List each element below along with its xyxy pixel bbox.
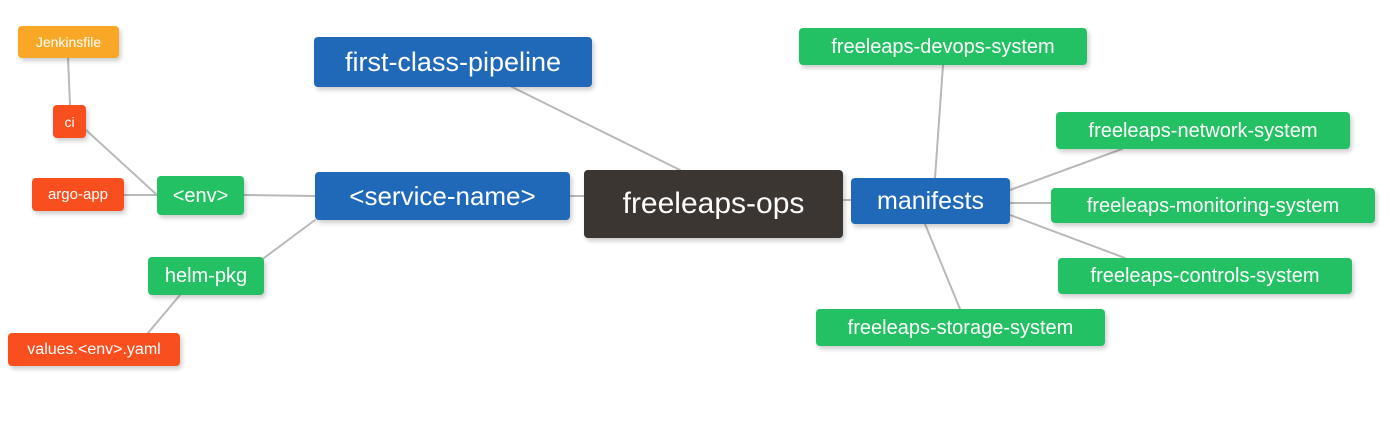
node-freeleaps-devops-system[interactable]: freeleaps-devops-system bbox=[799, 28, 1087, 65]
edge-jenkinsfile-to-ci bbox=[67, 57, 71, 106]
node-values-yaml[interactable]: values.<env>.yaml bbox=[8, 333, 180, 366]
node-label-helm-pkg: helm-pkg bbox=[164, 265, 248, 287]
node-label-service-name: <service-name> bbox=[349, 181, 536, 211]
node-label-first-class-pipeline: first-class-pipeline bbox=[344, 46, 562, 77]
node-label-freeleaps-ops: freeleaps-ops bbox=[622, 187, 805, 220]
node-helm-pkg[interactable]: helm-pkg bbox=[148, 257, 264, 295]
edge-manifests-to-freeleaps-storage-system bbox=[924, 223, 961, 310]
node-label-freeleaps-storage-system: freeleaps-storage-system bbox=[847, 316, 1074, 339]
edge-manifests-to-freeleaps-devops-system bbox=[934, 64, 944, 179]
node-freeleaps-controls-system[interactable]: freeleaps-controls-system bbox=[1058, 258, 1352, 294]
node-freeleaps-ops[interactable]: freeleaps-ops bbox=[584, 170, 843, 238]
node-first-class-pipeline[interactable]: first-class-pipeline bbox=[314, 37, 592, 87]
edge-manifests-to-freeleaps-network-system bbox=[1009, 148, 1123, 191]
edge-first-class-pipeline-to-freeleaps-ops bbox=[511, 86, 681, 171]
node-label-freeleaps-devops-system: freeleaps-devops-system bbox=[831, 35, 1055, 58]
edge-helm-pkg-to-values-yaml bbox=[147, 294, 181, 334]
node-label-freeleaps-monitoring-system: freeleaps-monitoring-system bbox=[1086, 194, 1340, 217]
node-argo-app[interactable]: argo-app bbox=[32, 178, 124, 211]
node-label-jenkinsfile: Jenkinsfile bbox=[35, 34, 102, 50]
node-freeleaps-storage-system[interactable]: freeleaps-storage-system bbox=[816, 309, 1105, 346]
node-label-freeleaps-controls-system: freeleaps-controls-system bbox=[1090, 265, 1320, 287]
node-label-argo-app: argo-app bbox=[47, 186, 109, 203]
node-service-name[interactable]: <service-name> bbox=[315, 172, 570, 220]
node-jenkinsfile[interactable]: Jenkinsfile bbox=[18, 26, 119, 58]
node-label-values-yaml: values.<env>.yaml bbox=[27, 340, 161, 358]
node-label-env: <env> bbox=[172, 184, 229, 207]
node-freeleaps-monitoring-system[interactable]: freeleaps-monitoring-system bbox=[1051, 188, 1375, 223]
node-env[interactable]: <env> bbox=[157, 176, 244, 215]
node-label-freeleaps-network-system: freeleaps-network-system bbox=[1088, 119, 1318, 142]
edge-service-name-to-helm-pkg bbox=[263, 219, 316, 259]
node-manifests[interactable]: manifests bbox=[851, 178, 1010, 224]
node-freeleaps-network-system[interactable]: freeleaps-network-system bbox=[1056, 112, 1350, 149]
node-label-manifests: manifests bbox=[877, 186, 984, 215]
node-label-ci: ci bbox=[64, 113, 75, 130]
edge-env-to-service-name bbox=[243, 194, 316, 197]
node-ci[interactable]: ci bbox=[53, 105, 86, 138]
